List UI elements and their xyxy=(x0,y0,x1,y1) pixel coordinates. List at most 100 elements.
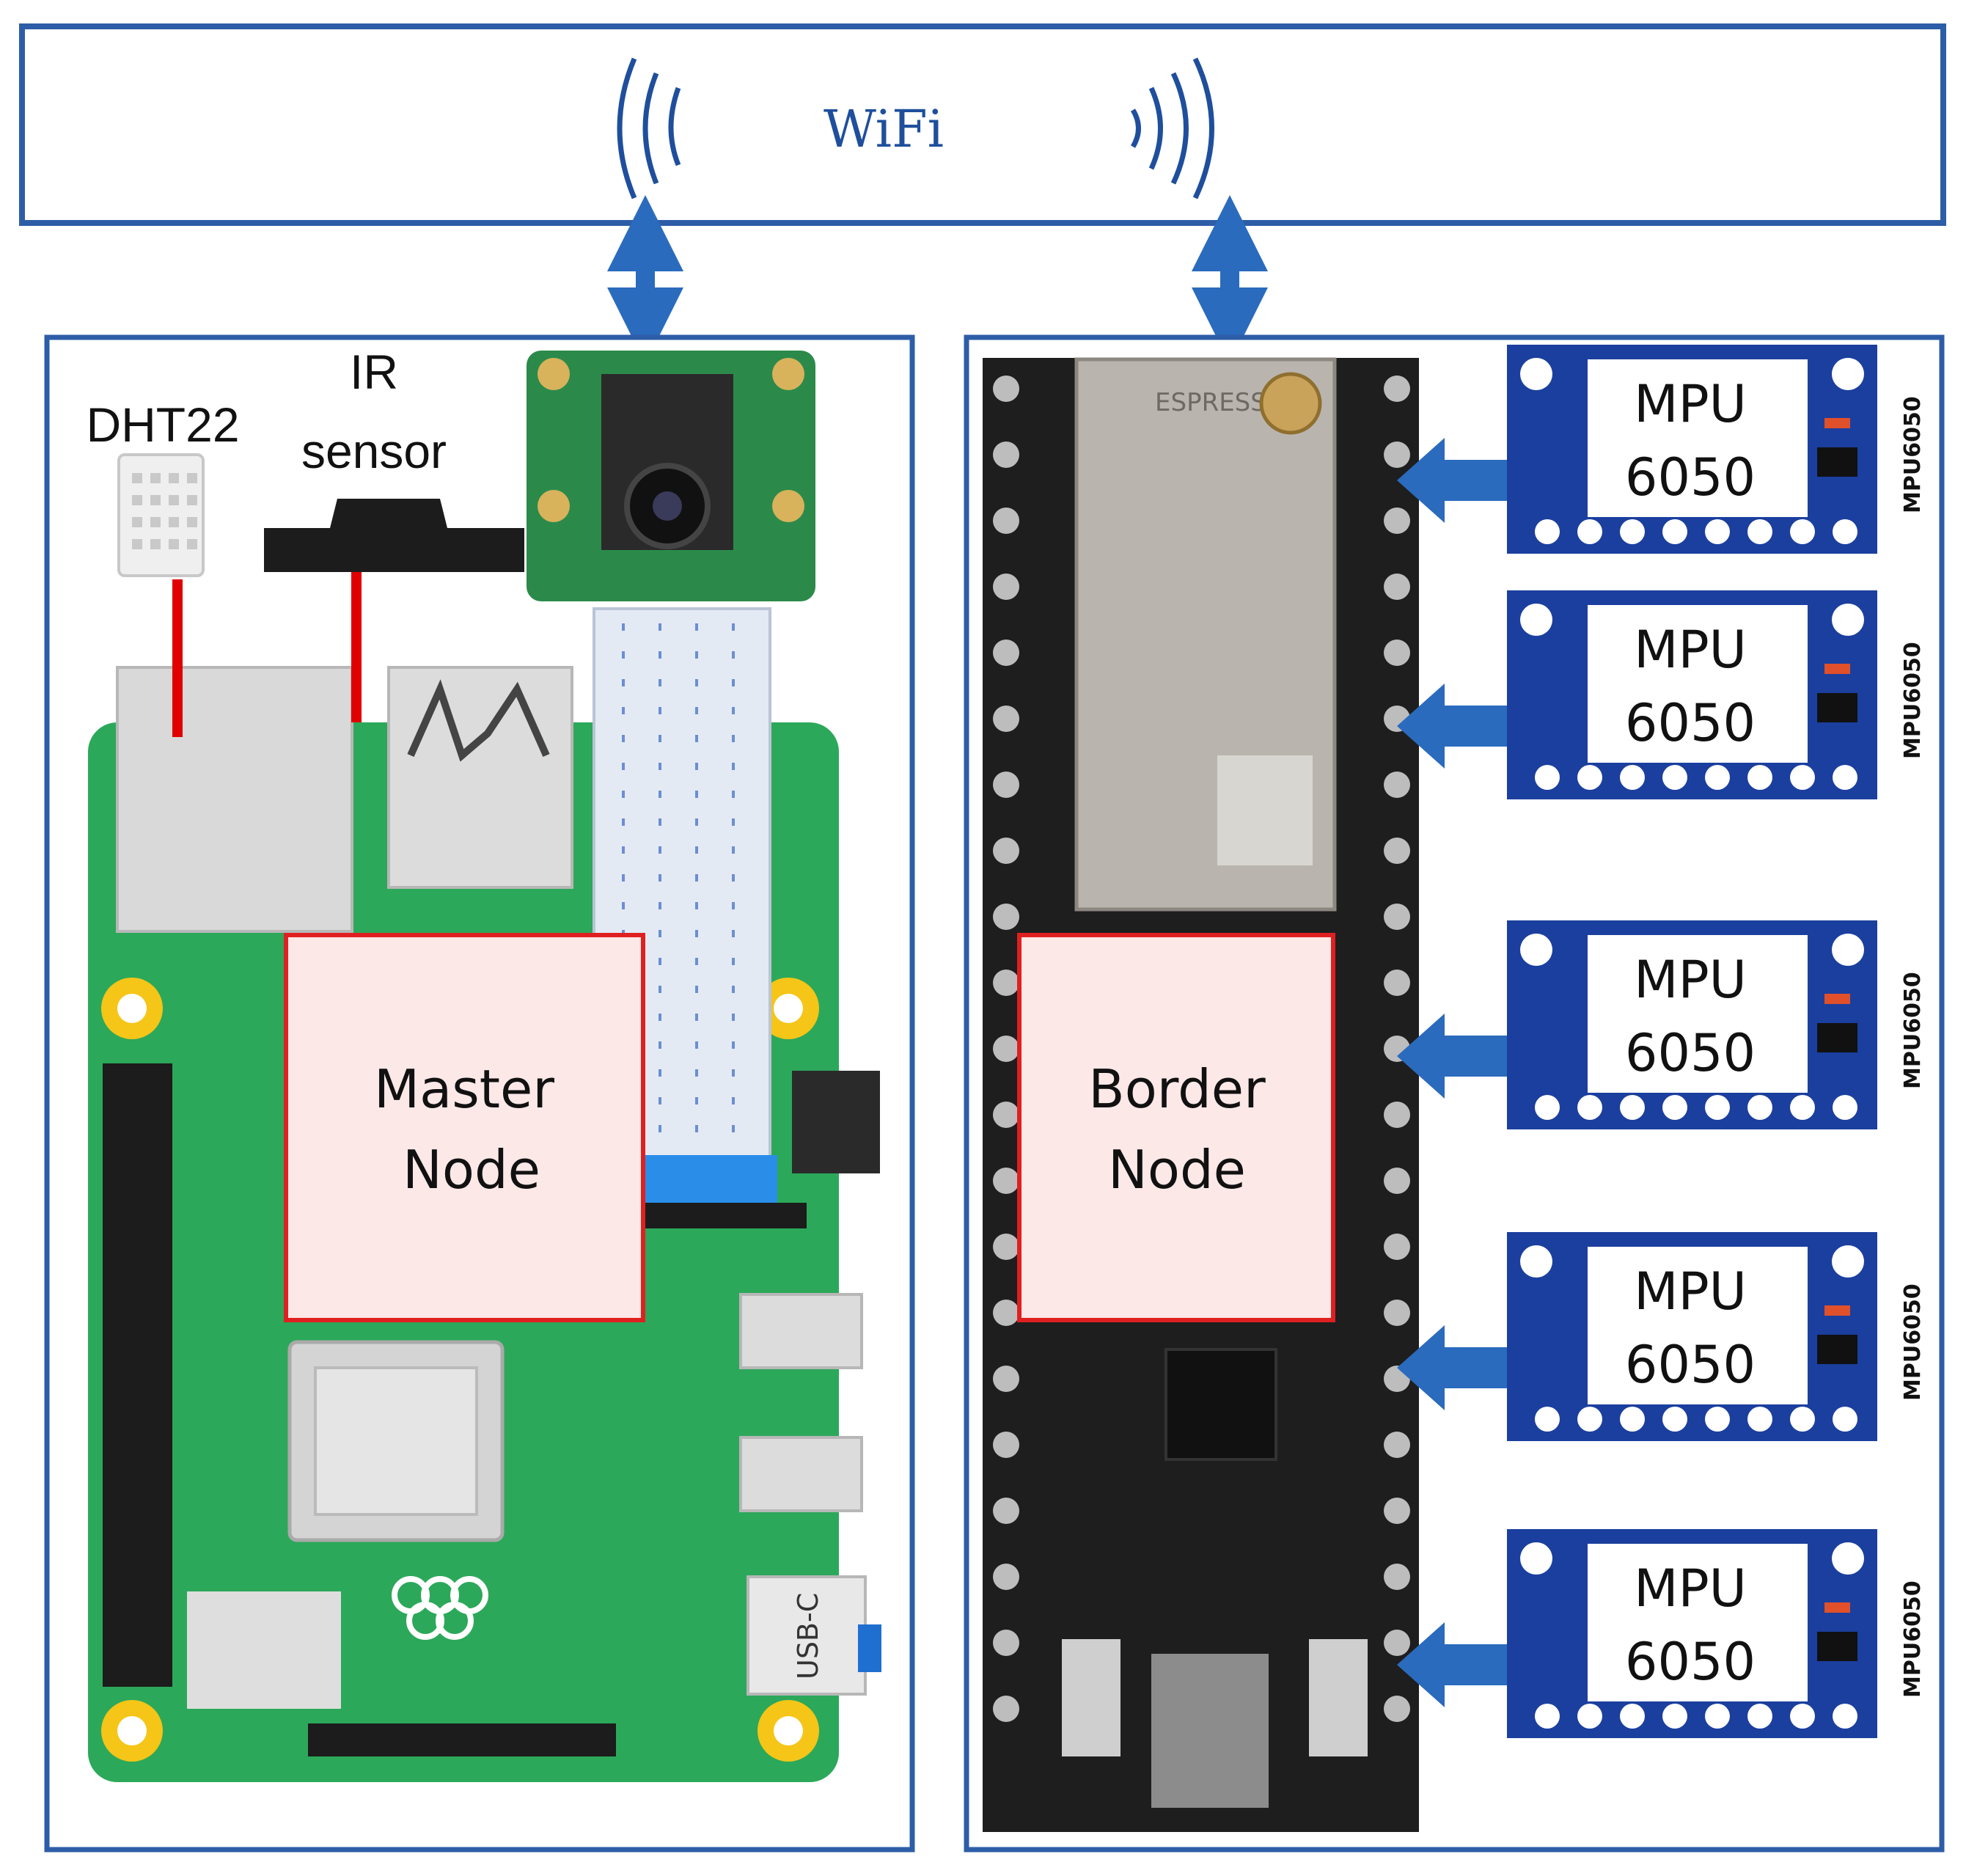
mpu-pin xyxy=(1747,765,1772,790)
en-button xyxy=(1062,1639,1120,1756)
mpu-pin xyxy=(1577,1095,1602,1120)
mpu-arrow-shaft xyxy=(1441,1036,1507,1077)
mpu-pin xyxy=(1535,1407,1560,1432)
mpu-label-area xyxy=(1588,935,1808,1093)
mpu-pin xyxy=(1705,765,1730,790)
mpu-arrow-head-icon xyxy=(1397,1622,1445,1707)
mpu-title-line2: 6050 xyxy=(1625,447,1756,508)
mpu-pin xyxy=(1833,1407,1857,1432)
gpio-header xyxy=(103,1063,172,1687)
mpu-resistor xyxy=(1824,1602,1850,1613)
master-panel: USB-C DHT22 xyxy=(44,334,915,1853)
usb-port-top xyxy=(387,666,573,889)
mpu-resistor xyxy=(1824,418,1850,428)
mpu-pin xyxy=(1790,1407,1815,1432)
mpu-pin xyxy=(1577,1704,1602,1729)
mpu-side-label: MPU6050 xyxy=(1900,1283,1926,1401)
mpu-pin xyxy=(1705,519,1730,544)
mpu-side-label: MPU6050 xyxy=(1900,972,1926,1089)
ram-chip xyxy=(187,1591,341,1709)
usb-c-port xyxy=(747,1575,867,1696)
mpu-pin xyxy=(1833,1704,1857,1729)
mpu-pin xyxy=(1833,765,1857,790)
mpu-pin xyxy=(1535,765,1560,790)
mpu-hole xyxy=(1832,934,1864,966)
mpu-pin xyxy=(1662,1704,1687,1729)
mpu-regulator xyxy=(1817,1632,1857,1661)
mpu-title-line2: 6050 xyxy=(1625,1632,1756,1692)
mpu-arrow-shaft xyxy=(1441,1347,1507,1388)
mpu-hole xyxy=(1832,604,1864,636)
mpu-hole xyxy=(1832,1542,1864,1575)
mpu-pin xyxy=(1620,1704,1645,1729)
mpu-pin xyxy=(1747,1095,1772,1120)
mpu-arrow-head-icon xyxy=(1397,438,1445,523)
mpu-title-line1: MPU xyxy=(1634,950,1747,1010)
mpu-hole xyxy=(1832,1245,1864,1278)
mpu-title-line1: MPU xyxy=(1634,1558,1747,1619)
wifi-left-waves-icon xyxy=(617,57,681,199)
mpu-pin xyxy=(1535,1704,1560,1729)
ir-label-line2: sensor xyxy=(301,424,447,478)
mpu-label-area xyxy=(1588,1544,1808,1701)
mpu-side-label: MPU6050 xyxy=(1900,396,1926,513)
wifi-bar: WiFi xyxy=(19,23,1946,226)
mpu-pin xyxy=(1833,519,1857,544)
usb-port-right-2 xyxy=(739,1436,863,1512)
mpu-pin xyxy=(1662,765,1687,790)
mpu-title-line1: MPU xyxy=(1634,620,1747,680)
micro-usb-port xyxy=(1151,1654,1269,1808)
master-node-title-line1: Master xyxy=(374,1058,554,1120)
mpu-title-line1: MPU xyxy=(1634,374,1747,434)
mpu-pin xyxy=(1833,1095,1857,1120)
mpu-pin xyxy=(1705,1095,1730,1120)
mpu-regulator xyxy=(1817,1023,1857,1052)
dht22-sensor: DHT22 xyxy=(86,397,240,737)
usb-c-label: USB-C xyxy=(792,1593,824,1679)
boot-button xyxy=(1309,1639,1368,1756)
mpu-label-area xyxy=(1588,359,1808,517)
mpu-resistor xyxy=(1824,994,1850,1004)
border-node-box: Border Node xyxy=(1017,933,1335,1322)
pi-camera-module xyxy=(527,351,815,601)
mpu-arrow-shaft xyxy=(1441,460,1507,501)
mpu-regulator xyxy=(1817,447,1857,477)
mpu-resistor xyxy=(1824,664,1850,674)
ir-label-line1: IR xyxy=(350,345,398,399)
mpu-arrow-head-icon xyxy=(1397,1014,1445,1099)
ir-sensor: IR sensor xyxy=(264,345,524,722)
mpu-pin xyxy=(1620,765,1645,790)
mpu-label-area xyxy=(1588,605,1808,763)
ethernet-port xyxy=(116,666,353,933)
mpu-hole xyxy=(1520,604,1552,636)
esp32-right-pins xyxy=(1384,375,1410,1722)
wifi-right-waves-icon xyxy=(1130,57,1214,199)
audio-jack xyxy=(792,1071,880,1173)
mpu-pin xyxy=(1577,1407,1602,1432)
mpu-arrow-head-icon xyxy=(1397,1325,1445,1410)
mpu-title-line1: MPU xyxy=(1634,1261,1747,1322)
mpu-pin xyxy=(1535,1095,1560,1120)
mpu-arrow-shaft xyxy=(1441,1644,1507,1685)
mpu-side-label: MPU6050 xyxy=(1900,1580,1926,1698)
mpu-arrow-shaft xyxy=(1441,706,1507,747)
mpu-title-line2: 6050 xyxy=(1625,1335,1756,1395)
border-node-title-line2: Node xyxy=(1108,1139,1246,1201)
esp32-left-pins xyxy=(993,375,1019,1722)
border-node-title-line1: Border xyxy=(1088,1058,1266,1120)
mpu-hole xyxy=(1520,1542,1552,1575)
mpu-pin xyxy=(1662,1095,1687,1120)
mpu-regulator xyxy=(1817,693,1857,722)
mpu-pin xyxy=(1620,519,1645,544)
mpu-pin xyxy=(1705,1407,1730,1432)
usb-port-right-1 xyxy=(739,1293,863,1369)
mpu-pin xyxy=(1790,1704,1815,1729)
mpu-title-line2: 6050 xyxy=(1625,1023,1756,1083)
